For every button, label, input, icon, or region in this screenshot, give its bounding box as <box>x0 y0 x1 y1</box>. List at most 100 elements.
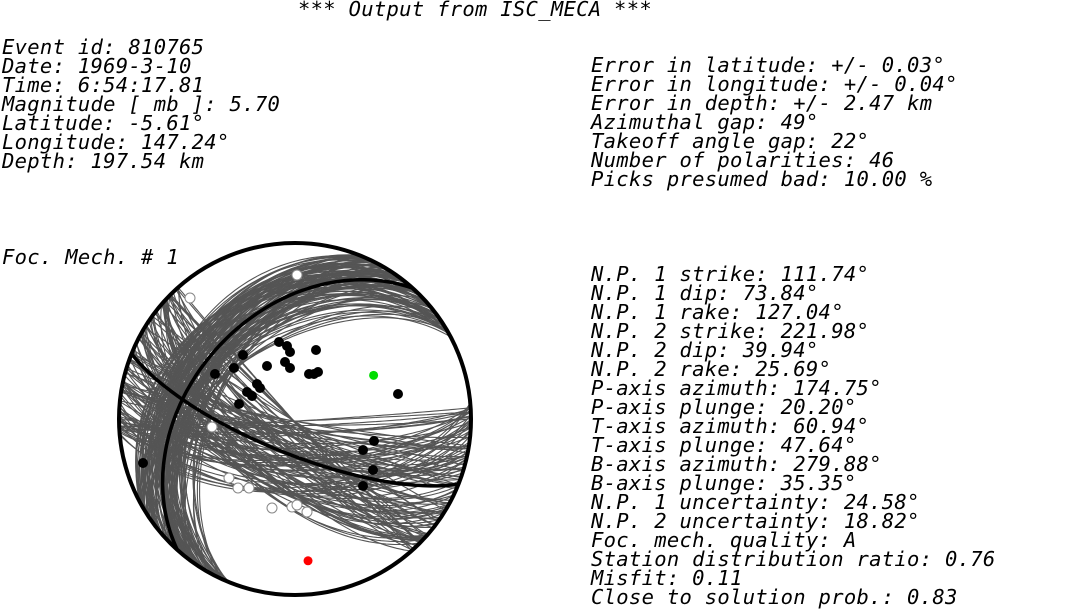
compression-polarity <box>393 389 403 399</box>
uncertainty-plane <box>167 257 368 580</box>
t-axis-marker <box>369 370 379 380</box>
dilatation-polarity <box>291 269 303 281</box>
takeoff-angle-gap: Takeoff angle gap: 22° <box>591 129 870 153</box>
uncertainty-plane <box>160 304 429 535</box>
uncertainty-plane <box>140 305 450 504</box>
uncertainty-plane <box>176 287 413 551</box>
compression-polarity <box>210 369 220 379</box>
compression-polarity <box>313 367 323 377</box>
uncertainty-plane <box>119 413 471 493</box>
compression-polarity <box>262 361 272 371</box>
np1-dip: N.P. 1 dip: 73.84° <box>591 281 819 305</box>
uncertainty-plane <box>171 257 368 580</box>
misfit: Misfit: 0.11 <box>591 566 743 590</box>
uncertainty-plane <box>184 274 396 564</box>
compression-polarity <box>358 481 368 491</box>
uncertainty-plane <box>193 263 379 575</box>
b-axis-plunge: B-axis plunge: 35.35° <box>591 471 857 495</box>
event-date: Date: 1969-3-10 <box>2 54 192 78</box>
uncertainty-plane <box>145 324 444 515</box>
p-axis-marker <box>303 556 313 566</box>
uncertainty-plane <box>182 272 394 566</box>
event-latitude: Latitude: -5.61° <box>2 111 205 135</box>
sphere-outline <box>117 241 473 597</box>
compression-polarity <box>238 350 248 360</box>
compression-polarity <box>255 383 265 393</box>
compression-polarity <box>285 347 295 357</box>
event-longitude: Longitude: 147.24° <box>2 130 230 154</box>
nodal-plane-1 <box>130 352 459 488</box>
uncertainty-plane <box>148 274 423 541</box>
p-axis-plunge: P-axis plunge: 20.20° <box>591 395 857 419</box>
compression-polarity <box>274 337 284 347</box>
uncertainty-plane <box>168 296 422 543</box>
station-distribution-ratio: Station distribution ratio: 0.76 <box>591 547 996 571</box>
error-latitude: Error in latitude: +/- 0.03° <box>591 53 945 77</box>
uncertainty-plane <box>167 295 421 546</box>
dilatation-polarity <box>206 421 218 433</box>
uncertainty-plane <box>140 311 450 505</box>
uncertainty-plane <box>159 273 408 555</box>
uncertainty-plane <box>128 361 462 477</box>
uncertainty-plane <box>122 380 468 477</box>
dilatation-polarity <box>184 292 196 304</box>
compression-polarity <box>369 436 379 446</box>
b-axis-azimuth: B-axis azimuth: 279.88° <box>591 452 882 476</box>
event-time: Time: 6:54:17.81 <box>2 73 205 97</box>
uncertainty-plane <box>127 364 463 484</box>
dilatation-polarity <box>232 482 244 494</box>
dilatation-polarity <box>243 482 255 494</box>
close-to-solution-prob: Close to solution prob.: 0.83 <box>591 585 958 609</box>
dilatation-polarity <box>223 472 235 484</box>
event-id: Event id: 810765 <box>2 35 205 59</box>
dilatation-polarity <box>291 499 303 511</box>
compression-polarity <box>358 445 368 455</box>
np2-strike: N.P. 2 strike: 221.98° <box>591 319 870 343</box>
foc-mech-label: Foc. Mech. # 1 <box>2 245 179 269</box>
event-info: Event id: 810765 Date: 1969-3-10 Time: 6… <box>2 35 281 173</box>
event-depth: Depth: 197.54 km <box>2 149 205 173</box>
dilatation-polarity <box>266 502 278 514</box>
compression-polarity <box>247 391 257 401</box>
t-axis-azimuth: T-axis azimuth: 60.94° <box>591 414 870 438</box>
picks-presumed-bad: Picks presumed bad: 10.00 % <box>591 167 933 191</box>
polarities <box>138 269 403 518</box>
t-axis-plunge: T-axis plunge: 47.64° <box>591 433 857 457</box>
uncertainty-plane <box>119 400 471 439</box>
dilatation-polarity <box>301 506 313 518</box>
event-magnitude: Magnitude [ mb ]: 5.70 <box>2 92 281 116</box>
error-depth: Error in depth: +/- 2.47 km <box>591 91 933 115</box>
uncertainty-plane <box>136 286 450 504</box>
p-axis-azimuth: P-axis azimuth: 174.75° <box>591 376 882 400</box>
compression-polarity <box>311 345 321 355</box>
uncertainty-plane <box>119 418 471 471</box>
uncertainty-plane <box>133 348 457 509</box>
compression-polarity <box>229 363 239 373</box>
number-of-polarities: Number of polarities: 46 <box>591 148 895 172</box>
np2-dip: N.P. 2 dip: 39.94° <box>591 338 819 362</box>
mechanism-info: N.P. 1 strike: 111.74° N.P. 1 dip: 73.84… <box>591 262 996 609</box>
np2-uncertainty: N.P. 2 uncertainty: 18.82° <box>591 509 920 533</box>
nodal-plane-2 <box>160 277 414 551</box>
page-title: *** Output from ISC_MECA *** <box>298 0 652 21</box>
compression-polarity <box>285 363 295 373</box>
uncertainty-plane <box>119 410 471 464</box>
azimuthal-gap: Azimuthal gap: 49° <box>591 110 819 134</box>
compression-polarity <box>368 465 378 475</box>
nodal-planes <box>130 277 459 551</box>
uncertainty-plane <box>196 258 370 579</box>
error-longitude: Error in longitude: +/- 0.04° <box>591 72 958 96</box>
error-info: Error in latitude: +/- 0.03° Error in lo… <box>591 53 958 191</box>
uncertainty-planes <box>119 254 471 584</box>
uncertainty-plane <box>163 267 394 566</box>
foc-mech-quality: Foc. mech. quality: A <box>591 528 857 552</box>
np1-rake: N.P. 1 rake: 127.04° <box>591 300 844 324</box>
np1-strike: N.P. 1 strike: 111.74° <box>591 262 870 286</box>
np1-uncertainty: N.P. 1 uncertainty: 24.58° <box>591 490 920 514</box>
compression-polarity <box>234 399 244 409</box>
compression-polarity <box>138 458 148 468</box>
uncertainty-plane <box>133 347 456 507</box>
uncertainty-plane <box>173 270 394 566</box>
np2-rake: N.P. 2 rake: 25.69° <box>591 357 832 381</box>
